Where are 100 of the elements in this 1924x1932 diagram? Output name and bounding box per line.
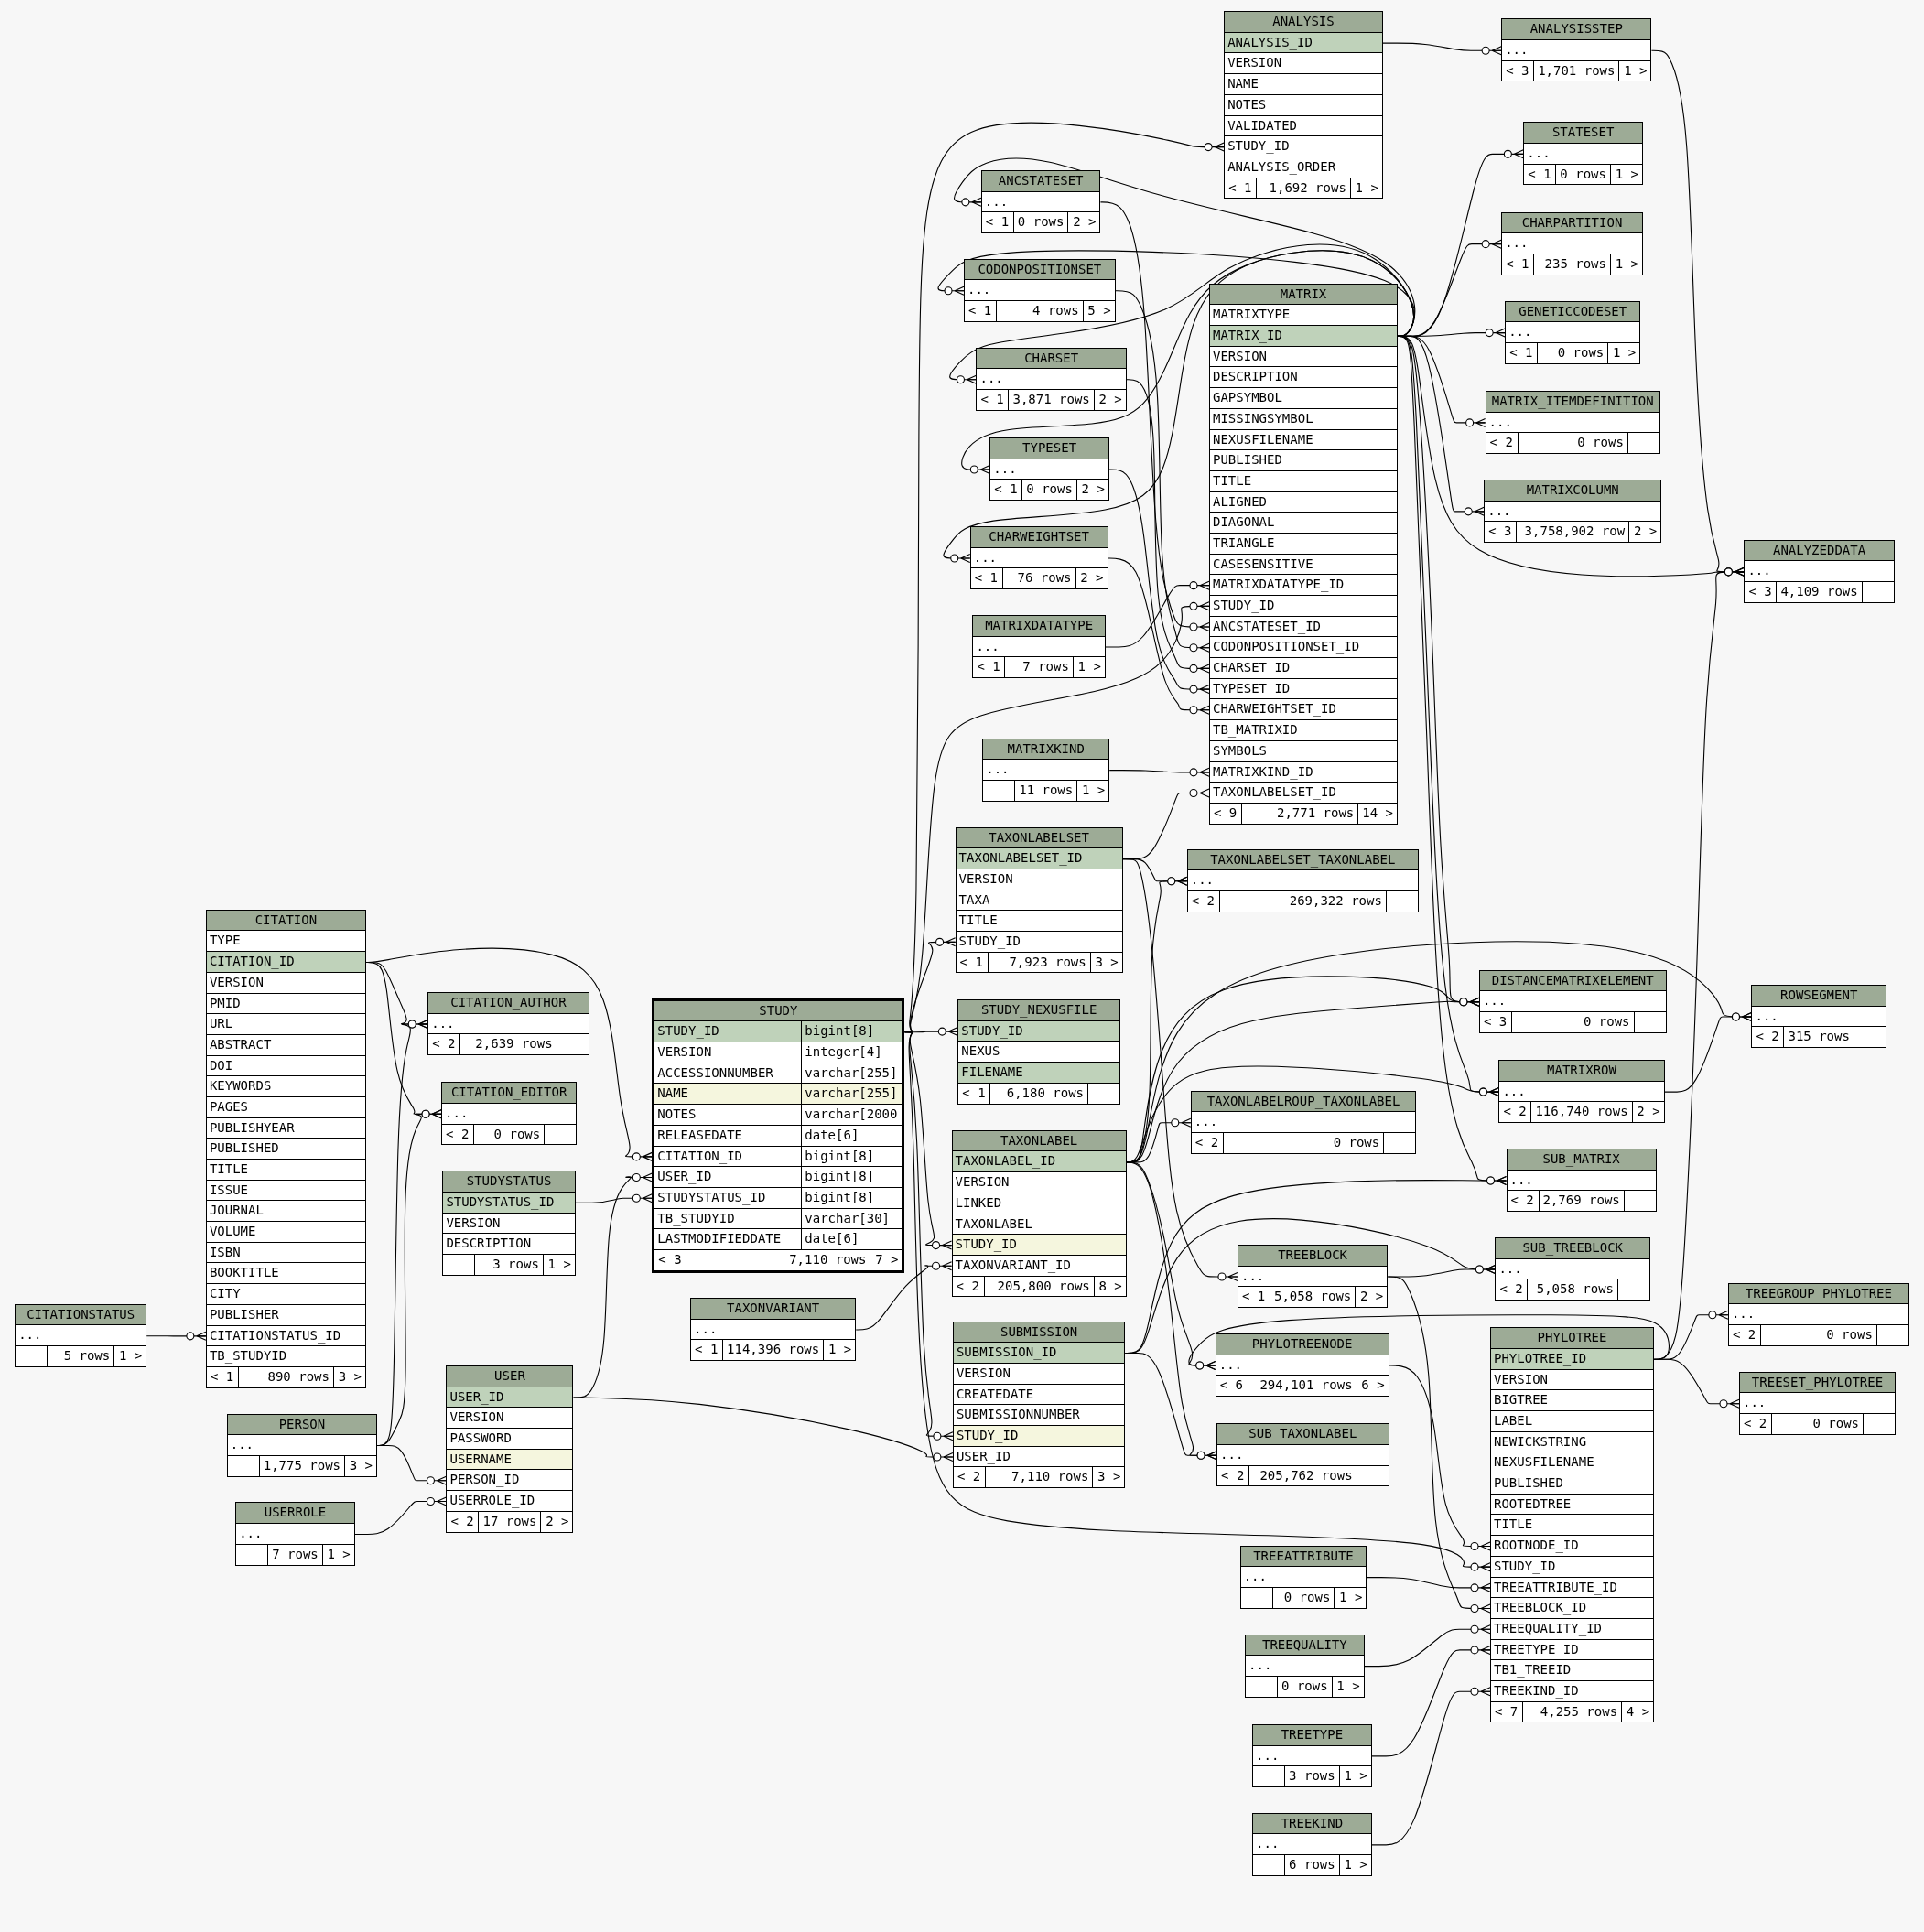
table-title: TREETYPE — [1253, 1724, 1371, 1746]
relationship-line — [1099, 201, 1210, 632]
table-title: TAXONLABELSET_TAXONLABEL — [1187, 849, 1418, 871]
database-table — [972, 614, 1106, 678]
table-title: ROWSEGMENT — [1752, 985, 1886, 1007]
table-title: ANCSTATESET — [981, 170, 1100, 192]
row-count: 0 rows — [1012, 212, 1069, 232]
table-title: MATRIXROW — [1499, 1061, 1664, 1082]
database-table — [1252, 1812, 1372, 1876]
relationship-line — [354, 1496, 447, 1536]
row-count: 114,396 rows — [722, 1340, 825, 1360]
relationship-line — [943, 250, 1414, 564]
relationship-line — [1387, 1276, 1491, 1614]
table-title: CODONPOSITIONSET — [965, 259, 1115, 281]
table-title: TREESET_PHYLOTREE — [1740, 1372, 1895, 1394]
row-count: 17 rows — [478, 1511, 542, 1532]
row-count: 11 rows — [1014, 780, 1078, 801]
table-title: SUB_TAXONLABEL — [1217, 1424, 1389, 1445]
database-table — [1485, 390, 1660, 454]
row-count: 294,101 rows — [1247, 1376, 1357, 1397]
table-title: CITATIONSTATUS — [16, 1304, 146, 1326]
table-title: TAXONLABEL — [952, 1130, 1126, 1152]
row-count: 235 rows — [1533, 254, 1611, 275]
database-table — [952, 1321, 1126, 1488]
relationship-line — [1124, 1353, 1217, 1461]
row-count: 5 rows — [47, 1346, 115, 1366]
column-entry: STUDY_ID — [654, 1021, 802, 1043]
database-table — [235, 1502, 355, 1566]
database-table — [1744, 539, 1895, 603]
table-title: TREEGROUP_PHYLOTREE — [1728, 1283, 1908, 1305]
row-count: 2,769 rows — [1538, 1191, 1625, 1212]
row-count: 269,322 rows — [1218, 891, 1387, 912]
database-table — [1239, 1545, 1367, 1609]
database-table — [427, 992, 589, 1056]
column-entry: CITATION_ID — [206, 952, 365, 973]
relationship-line — [146, 1331, 207, 1341]
database-table — [969, 526, 1108, 590]
row-count: 205,762 rows — [1248, 1465, 1357, 1486]
database-table — [964, 258, 1116, 322]
table-title: TYPESET — [990, 438, 1108, 459]
table-title: STATESET — [1524, 123, 1642, 144]
relationship-line — [1653, 567, 1745, 1360]
column-type: bigint[8] — [801, 1146, 903, 1168]
row-count: 5,058 rows — [1269, 1287, 1357, 1308]
table-title: CHARWEIGHTSET — [970, 527, 1108, 548]
row-count: 4,255 rows — [1522, 1701, 1623, 1722]
table-title: TREEBLOCK — [1238, 1246, 1388, 1267]
database-table — [1490, 1327, 1655, 1723]
relationship-line — [1122, 858, 1238, 1282]
relationship-line — [1188, 1314, 1670, 1371]
column-entry: ANALYSIS_ID — [1225, 32, 1382, 54]
column-type: bigint[8] — [801, 1021, 903, 1043]
column-entry: STUDYSTATUS_ID — [443, 1192, 575, 1214]
database-table — [446, 1365, 574, 1533]
row-count: 0 rows — [1510, 1012, 1635, 1032]
column-entry: NAME — [654, 1084, 802, 1106]
column-type: date[6] — [801, 1229, 903, 1250]
database-table — [1495, 1236, 1651, 1301]
relationship-line — [1108, 469, 1210, 695]
table-title: SUBMISSION — [953, 1322, 1125, 1344]
table-title: USERROLE — [236, 1503, 354, 1525]
table-title: TAXONLABELROUP_TAXONLABEL — [1191, 1091, 1416, 1113]
database-table — [226, 1413, 378, 1477]
row-count: 7 rows — [267, 1544, 323, 1565]
row-count: 3,758,902 row — [1516, 522, 1630, 542]
database-table — [1501, 211, 1643, 275]
table-title: CHARSET — [977, 348, 1126, 370]
database-table — [1751, 984, 1886, 1048]
relationship-line — [855, 1261, 953, 1331]
table-title: STUDY_NEXUSFILE — [958, 1000, 1119, 1021]
database-table — [982, 738, 1110, 802]
row-count: 5,058 rows — [1527, 1279, 1619, 1300]
column-type: bigint[8] — [801, 1167, 903, 1188]
table-title: PHYLOTREENODE — [1216, 1334, 1389, 1355]
database-table — [957, 999, 1120, 1105]
table-title: MATRIX_ITEMDEFINITION — [1486, 391, 1659, 413]
table-title: ANALYSIS — [1225, 12, 1382, 33]
database-table — [1523, 122, 1643, 186]
column-type: varchar[2000 — [801, 1105, 903, 1126]
table-title: PERSON — [227, 1414, 377, 1436]
database-table — [1215, 1333, 1389, 1398]
row-count: 0 rows — [1021, 480, 1077, 501]
column-entry: USER_ID — [447, 1387, 573, 1409]
table-title: CITATION_AUTHOR — [428, 993, 589, 1014]
table-title: MATRIXDATATYPE — [973, 615, 1105, 637]
table-title: SUB_TREEBLOCK — [1496, 1237, 1650, 1259]
database-table — [1245, 1634, 1365, 1698]
row-count: 0 rows — [1771, 1414, 1864, 1434]
relationship-line — [1108, 557, 1210, 715]
relationship-line — [1364, 1624, 1491, 1668]
row-count: 1,775 rows — [258, 1455, 346, 1476]
database-table — [989, 437, 1109, 502]
table-title: CHARPARTITION — [1502, 212, 1642, 234]
database-table — [1209, 283, 1398, 825]
database-table — [441, 1082, 578, 1146]
database-table — [205, 909, 366, 1388]
row-count: 0 rows — [1271, 1587, 1335, 1608]
table-title: CITATION_EDITOR — [442, 1083, 577, 1104]
table-title: STUDYSTATUS — [443, 1171, 575, 1193]
database-table — [951, 1129, 1127, 1298]
